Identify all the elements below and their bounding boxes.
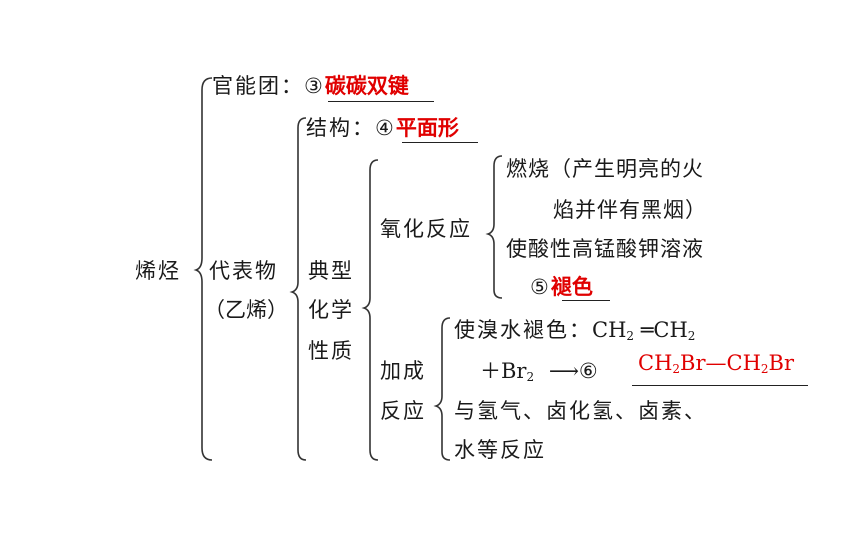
blank-number-3: ③ xyxy=(304,74,325,98)
ethylene-formula: CH2 ═CH2 xyxy=(592,318,696,343)
burn-line1: 燃烧（产生明亮的火 xyxy=(506,157,704,181)
representative-line1: 代表物 xyxy=(209,259,278,283)
typical-line3: 性质 xyxy=(308,339,354,363)
plus-bromine: ＋Br2 xyxy=(480,359,535,384)
answer-dibromoethane: CH2Br—CH2Br xyxy=(638,351,795,376)
bromine-addition-line: ＋Br2 ⟶⑥ xyxy=(480,358,600,390)
functional-group-row: 官能团：③碳碳双键 xyxy=(212,73,409,99)
answer-underline-3 xyxy=(328,101,434,102)
answer-decolorize: 褪色 xyxy=(550,275,593,299)
oxidation-answer-row: ⑤褪色 xyxy=(530,274,593,300)
answer-underline-4 xyxy=(402,142,478,143)
reaction-arrow: ⟶ xyxy=(548,359,579,383)
representative-line2: （乙烯） xyxy=(204,298,288,322)
answer-underline-6 xyxy=(632,385,808,386)
kmno4-line: 使酸性高锰酸钾溶液 xyxy=(506,237,704,261)
structure-row: 结构：④平面形 xyxy=(306,115,459,141)
typical-line1: 典型 xyxy=(308,259,354,283)
oxidation-label: 氧化反应 xyxy=(380,217,472,241)
blank-number-6: ⑥ xyxy=(578,359,600,383)
brace-representative xyxy=(289,117,307,461)
answer-underline-5 xyxy=(562,300,610,301)
other-additions-line1: 与氢气、卤化氢、卤素、 xyxy=(454,399,707,423)
bromine-reaction-line: 使溴水褪色：CH2 ═CH2 xyxy=(454,317,695,349)
functional-group-label: 官能团： xyxy=(212,74,304,98)
other-additions-line2: 水等反应 xyxy=(454,438,546,462)
root-label: 烯烃 xyxy=(135,259,181,283)
brace-properties xyxy=(361,159,379,461)
bromine-prefix: 使溴水褪色： xyxy=(454,318,592,342)
structure-label: 结构： xyxy=(306,116,375,140)
blank-number-4: ④ xyxy=(375,116,396,140)
brace-oxidation xyxy=(485,155,503,299)
addition-label-line1: 加成 xyxy=(380,359,426,383)
answer-carbon-double-bond: 碳碳双键 xyxy=(324,74,409,98)
blank-number-5: ⑤ xyxy=(530,275,551,299)
brace-addition xyxy=(433,317,451,461)
addition-label-line2: 反应 xyxy=(380,399,426,423)
brace-root xyxy=(193,77,213,461)
answer-planar: 平面形 xyxy=(395,116,459,140)
typical-line2: 化学 xyxy=(308,298,354,322)
burn-line2: 焰并伴有黑烟） xyxy=(553,198,707,222)
